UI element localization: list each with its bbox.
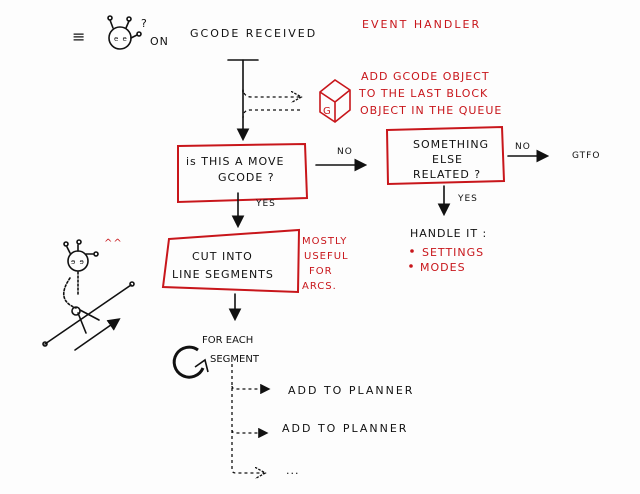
side-note-line: ADD GCODE OBJECT xyxy=(361,70,490,83)
handle-item: SETTINGS xyxy=(422,246,484,259)
loop-line: FOR EACH xyxy=(202,335,253,346)
handle-title: HANDLE IT : xyxy=(410,227,487,240)
yes-label-2: YES xyxy=(457,194,478,204)
cut-note-line: ARCS. xyxy=(302,281,337,292)
on-label: ON xyxy=(150,35,169,48)
decision2-line: SOMETHING xyxy=(413,138,489,151)
menu-glyph: ≡ xyxy=(72,27,86,46)
loop-branches xyxy=(231,364,268,473)
robot-question-mark: ? xyxy=(141,17,148,30)
cut-box-line: CUT INTO xyxy=(192,250,253,263)
cut-box-line: LINE SEGMENTS xyxy=(172,268,274,281)
cut-note-line: MOSTLY xyxy=(302,236,347,247)
loop-step: ADD TO PLANNER xyxy=(282,422,408,435)
yes-label-1: YES xyxy=(255,199,276,209)
loop-step-ellipsis: ... xyxy=(286,464,300,477)
gcode-cube-icon: G xyxy=(319,79,351,123)
robot-scissors-icon: ɘ ɘ xyxy=(42,239,135,351)
decision1-line: GCODE ? xyxy=(218,171,275,184)
connector-start xyxy=(227,59,300,142)
cut-into-segments-box: CUT INTO LINE SEGMENTS xyxy=(161,228,301,294)
loop-line: SEGMENT xyxy=(210,354,260,365)
decision-something-else: SOMETHING ELSE RELATED ? xyxy=(385,125,506,186)
cut-note-line: FOR xyxy=(309,266,333,277)
decision-move-gcode: is THIS A MOVE GCODE ? xyxy=(177,142,309,204)
svg-text:e e: e e xyxy=(114,35,128,43)
bullet xyxy=(410,249,414,253)
robot-head-icon: e e xyxy=(107,15,142,50)
decision2-line: RELATED ? xyxy=(413,168,481,181)
handle-item: MODES xyxy=(420,261,466,274)
loop-icon xyxy=(172,345,209,379)
loop-step: ADD TO PLANNER xyxy=(288,384,414,397)
decision1-line: is THIS A MOVE xyxy=(186,155,284,168)
side-note-line: OBJECT IN THE QUEUE xyxy=(360,104,502,117)
bullet xyxy=(409,264,413,268)
svg-text:ɘ ɘ: ɘ ɘ xyxy=(71,258,85,266)
cube-letter: G xyxy=(323,106,332,117)
gtfo-label: GTFO xyxy=(572,151,600,161)
robot-mark: ^^ xyxy=(104,238,123,249)
event-handler-label: EVENT HANDLER xyxy=(362,18,481,31)
side-note-line: TO THE LAST BLOCK xyxy=(358,87,488,100)
no-label-2: NO xyxy=(515,142,531,152)
event-name: GCODE RECEIVED xyxy=(190,27,317,40)
decision2-line: ELSE xyxy=(432,153,463,166)
no-label-1: NO xyxy=(337,147,353,157)
cut-note-line: USEFUL xyxy=(304,251,349,262)
